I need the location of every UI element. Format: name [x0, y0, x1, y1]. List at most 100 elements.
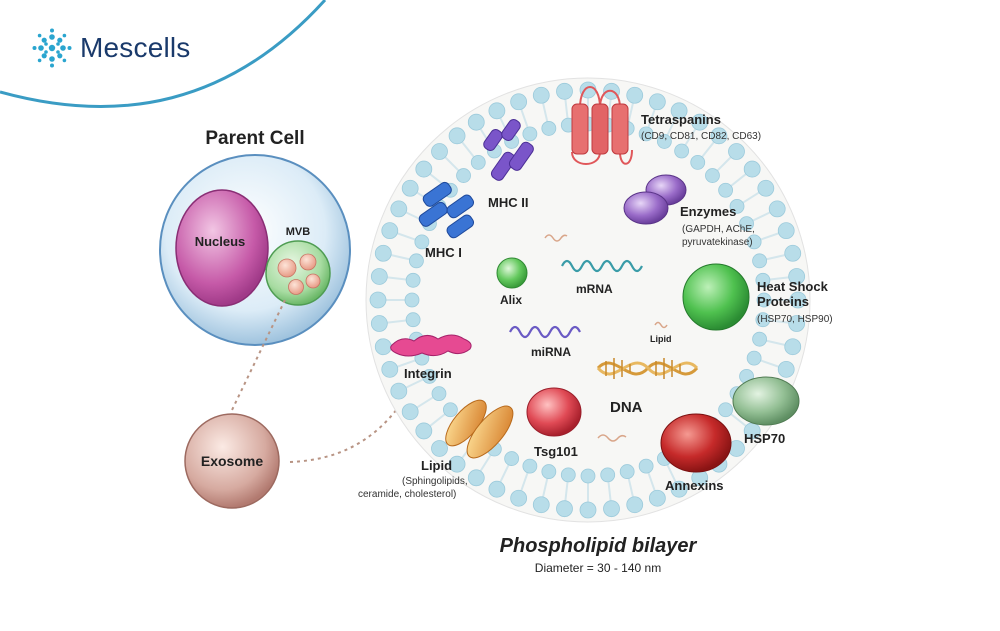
lipid-head-outer — [532, 496, 550, 514]
mrna-strand — [561, 259, 643, 273]
lipid-head-outer — [757, 179, 775, 197]
lipid-tail — [627, 477, 635, 500]
lipid-head-outer — [532, 86, 550, 104]
lipid-head-outer — [374, 244, 392, 262]
lipid-head-inner — [752, 253, 767, 269]
annexins-label: Annexins — [665, 478, 724, 493]
lipid-head-outer — [431, 440, 448, 457]
lipid-head-inner — [746, 350, 762, 366]
lipid-head-inner — [405, 312, 421, 328]
lipid-tail — [395, 231, 417, 241]
lipid-tail — [478, 453, 493, 474]
parent-cell-title: Parent Cell — [205, 128, 304, 149]
lipid-head-inner — [705, 168, 720, 183]
lipid-head-outer — [510, 489, 528, 507]
dna-helix — [596, 358, 699, 379]
lipid-head-outer — [784, 244, 802, 262]
lipid-tail — [700, 139, 716, 159]
lipid-head-outer — [401, 179, 419, 197]
lipid-head-inner — [541, 464, 557, 479]
lipid-head-outer — [670, 480, 688, 498]
lipid-head-outer — [579, 501, 597, 519]
lipid-tail — [759, 359, 781, 369]
lipid-head-outer — [777, 222, 795, 240]
diameter-label: Diameter = 30 - 140 nm — [535, 561, 661, 575]
lipid-head-outer — [381, 222, 399, 240]
hsp-label-line2: Proteins — [757, 294, 809, 309]
mirna-label: miRNA — [531, 345, 571, 359]
header-arc — [0, 0, 327, 109]
lipid-head-outer — [603, 500, 620, 518]
lipid-squiggle-top — [544, 234, 568, 242]
tsg101-label: Tsg101 — [534, 444, 578, 459]
exosome-circle — [184, 413, 280, 509]
heat-shock-protein — [682, 263, 750, 331]
lipid-tail — [759, 231, 781, 241]
lipid-tail — [403, 378, 425, 390]
lipid-squiggle-bottom — [597, 434, 627, 442]
lipid-tail — [607, 480, 612, 503]
lipid-head-outer — [448, 127, 466, 145]
nucleus — [175, 189, 269, 307]
lipid-head-inner — [638, 126, 654, 142]
lipid-tail — [385, 276, 408, 281]
lipid-head-inner — [674, 143, 690, 159]
lipid-squiggle-mid — [654, 321, 668, 329]
lipid-head-outer — [648, 489, 666, 507]
lipid-tail — [647, 471, 657, 493]
lipid-tail — [729, 412, 749, 428]
mrna-label: mRNA — [576, 282, 613, 296]
integrin-label: Integrin — [404, 366, 452, 381]
lipid-tail — [768, 319, 791, 324]
lipid-tail — [564, 97, 569, 120]
lipid-tail — [627, 100, 635, 123]
lipid-head-outer — [467, 469, 485, 487]
lipid-tail — [443, 155, 461, 173]
lipid-sublabel-2: ceramide, cholesterol) — [358, 489, 456, 500]
lipid-head-outer — [691, 113, 709, 131]
lipid-tail — [564, 480, 569, 503]
mirna-strand — [509, 325, 581, 339]
lipid-head-outer — [374, 338, 392, 356]
lipid-head-inner — [718, 402, 734, 418]
lipid-head-outer — [768, 200, 786, 218]
lipid-head-outer — [370, 268, 388, 285]
lipid-tail — [541, 100, 549, 123]
lipid-head-inner — [638, 458, 654, 474]
lipid-head-inner — [504, 451, 520, 466]
lipid-head-outer — [369, 291, 387, 309]
lipid-head-inner — [752, 331, 767, 347]
alix-protein — [496, 257, 528, 289]
lipid-head-outer — [488, 480, 506, 498]
lipid-tail — [519, 471, 529, 493]
lipid-head-inner — [600, 467, 616, 483]
lipid-tail — [765, 253, 788, 261]
lipid-head-inner — [409, 253, 424, 269]
lipid-tail — [414, 395, 435, 410]
lipid-head-inner — [442, 402, 458, 418]
lipid-tail — [666, 115, 678, 137]
lipid-tail — [741, 190, 762, 205]
lipid-head-inner — [470, 154, 486, 170]
lipid-head-inner — [456, 168, 471, 183]
lipid-tail — [751, 210, 773, 222]
lipid-head-outer — [488, 102, 506, 120]
integrin-protein — [390, 334, 472, 357]
lipid-head-outer — [556, 500, 573, 518]
mescells-logo-icon — [32, 28, 72, 68]
lipid-head-inner — [431, 386, 447, 402]
lipid-head-outer — [788, 268, 806, 285]
lipid-head-outer — [784, 338, 802, 356]
lipid-head-outer — [728, 143, 745, 160]
lipid-label: Lipid — [421, 458, 452, 473]
enzymes-sublabel-1: (GAPDH, AChE, — [682, 224, 755, 235]
lipid-head-outer — [510, 93, 528, 111]
lipid-head-inner — [405, 272, 421, 288]
lipid-head-outer — [777, 360, 795, 378]
mvb — [265, 240, 331, 306]
exosome-label: Exosome — [201, 453, 263, 469]
lipid-tail — [385, 319, 408, 324]
lipid-tail — [768, 276, 791, 281]
lipid-tail — [427, 412, 447, 428]
